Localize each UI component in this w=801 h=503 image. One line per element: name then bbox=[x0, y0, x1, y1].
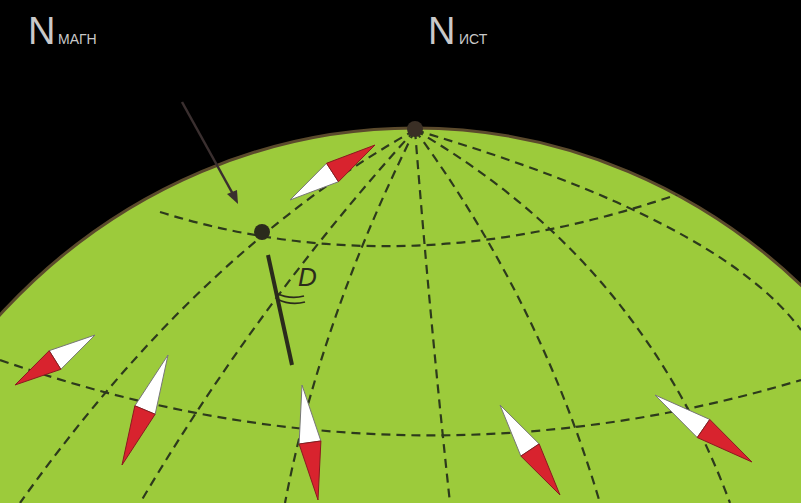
pole-subscript: МАГН bbox=[58, 32, 97, 46]
leader-line bbox=[182, 102, 234, 196]
true-pole bbox=[407, 121, 423, 137]
needle-white bbox=[299, 385, 321, 444]
needle-red bbox=[15, 351, 61, 385]
pole-subscript: ИСТ bbox=[459, 32, 487, 46]
grid-lines bbox=[0, 130, 801, 503]
needle-white bbox=[135, 355, 168, 414]
pole-letter: N bbox=[28, 12, 55, 50]
needle-red bbox=[327, 145, 375, 182]
globe bbox=[0, 128, 801, 503]
magnetic-meridian bbox=[268, 255, 292, 365]
needle-red bbox=[122, 406, 155, 465]
needle-red bbox=[521, 444, 560, 495]
compass-needles bbox=[15, 145, 752, 500]
angle-arc bbox=[276, 293, 304, 297]
needle-red bbox=[299, 441, 321, 500]
declination-symbol: D bbox=[298, 264, 317, 290]
leader-head bbox=[227, 190, 238, 204]
needle-red bbox=[697, 419, 752, 462]
magnetic-pole bbox=[254, 224, 270, 240]
angle-arc bbox=[277, 299, 305, 303]
pole-letter: N bbox=[428, 12, 455, 50]
